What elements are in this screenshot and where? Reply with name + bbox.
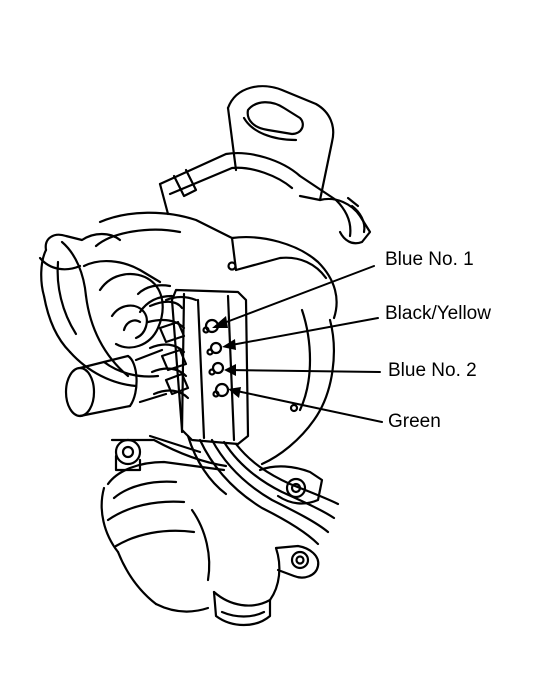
connector-block [136, 284, 250, 446]
lower-bracket [110, 434, 324, 505]
label-blue-no-1: Blue No. 1 [385, 249, 474, 270]
mounting-flange [226, 85, 335, 202]
lower-housing [100, 460, 320, 627]
distributor-housing [94, 152, 372, 466]
outlet-pipe [64, 348, 168, 418]
wire-harness [186, 434, 340, 546]
callout-leaders [212, 265, 383, 423]
label-blue-no-2: Blue No. 2 [388, 360, 477, 381]
label-green: Green [388, 411, 441, 432]
label-black-yellow: Black/Yellow [385, 303, 491, 324]
